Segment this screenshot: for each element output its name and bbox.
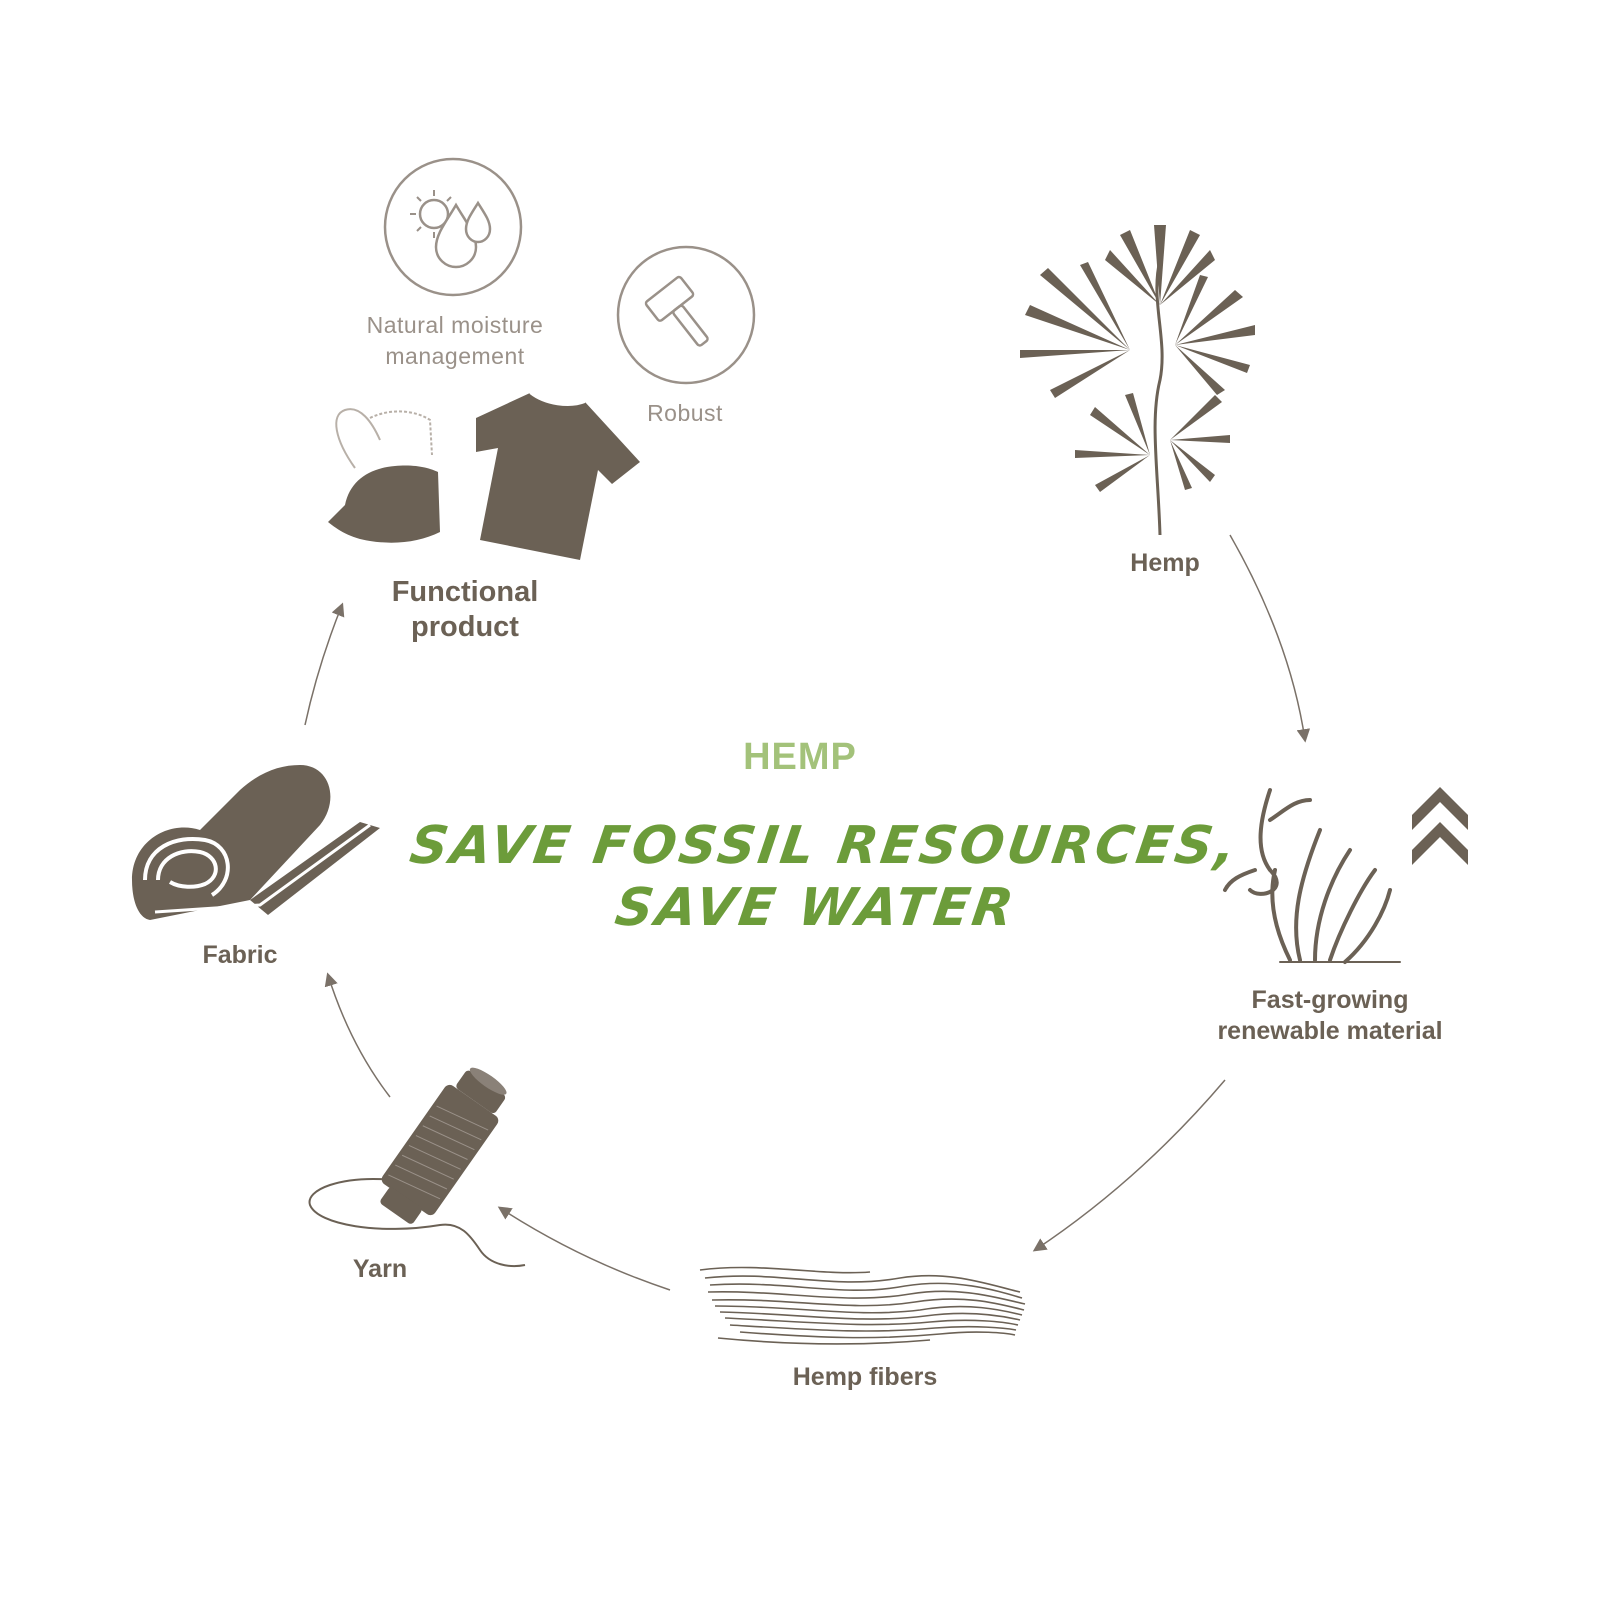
hemp-plant-icon — [1020, 225, 1255, 536]
arrow-yarn-to-fabric — [324, 972, 391, 1098]
moisture-label-line1: Natural moisture — [366, 312, 544, 338]
fabric-label: Fabric — [202, 941, 278, 969]
center-subtitle: HEMP — [743, 736, 857, 778]
arrow-hemp-to-growth — [1229, 534, 1311, 743]
sun-drops-icon — [383, 157, 523, 297]
hammer-icon — [616, 245, 756, 385]
moisture-label: Natural moisture management — [330, 310, 580, 372]
arrow-fabric-to-product — [304, 602, 345, 726]
hemp-label: Hemp — [1130, 549, 1200, 577]
fast-growing-label-line1: Fast-growing — [1251, 986, 1409, 1014]
fast-growing-label: Fast-growing renewable material — [1180, 985, 1480, 1046]
functional-product-label-line1: Functional — [391, 576, 539, 608]
functional-product-label: Functional product — [365, 575, 565, 646]
fibers-icon — [699, 1266, 1026, 1345]
moisture-label-line2: management — [385, 343, 525, 370]
yarn-spool-icon — [308, 1067, 526, 1268]
fast-growing-label-line2: renewable material — [1217, 1016, 1443, 1045]
cycle-arrows — [304, 534, 1311, 1291]
yarn-label: Yarn — [352, 1255, 408, 1283]
center-headline-line2: SAVE WATER — [611, 878, 1020, 939]
fabric-roll-icon — [132, 765, 380, 920]
tshirt-icon — [476, 392, 640, 560]
center-headline: SAVE FOSSIL RESOURCES, SAVE WATER — [371, 815, 1269, 940]
center-headline-line1: SAVE FOSSIL RESOURCES, — [406, 816, 1243, 876]
growth-icon — [1223, 787, 1468, 964]
functional-product-label-line2: product — [411, 611, 519, 644]
face-mask-icon — [328, 408, 440, 543]
hemp-fibers-label: Hemp fibers — [792, 1363, 938, 1391]
arrow-fibers-to-yarn — [497, 1206, 671, 1291]
robust-label: Robust — [647, 400, 723, 426]
arrow-growth-to-fibers — [1032, 1079, 1226, 1252]
